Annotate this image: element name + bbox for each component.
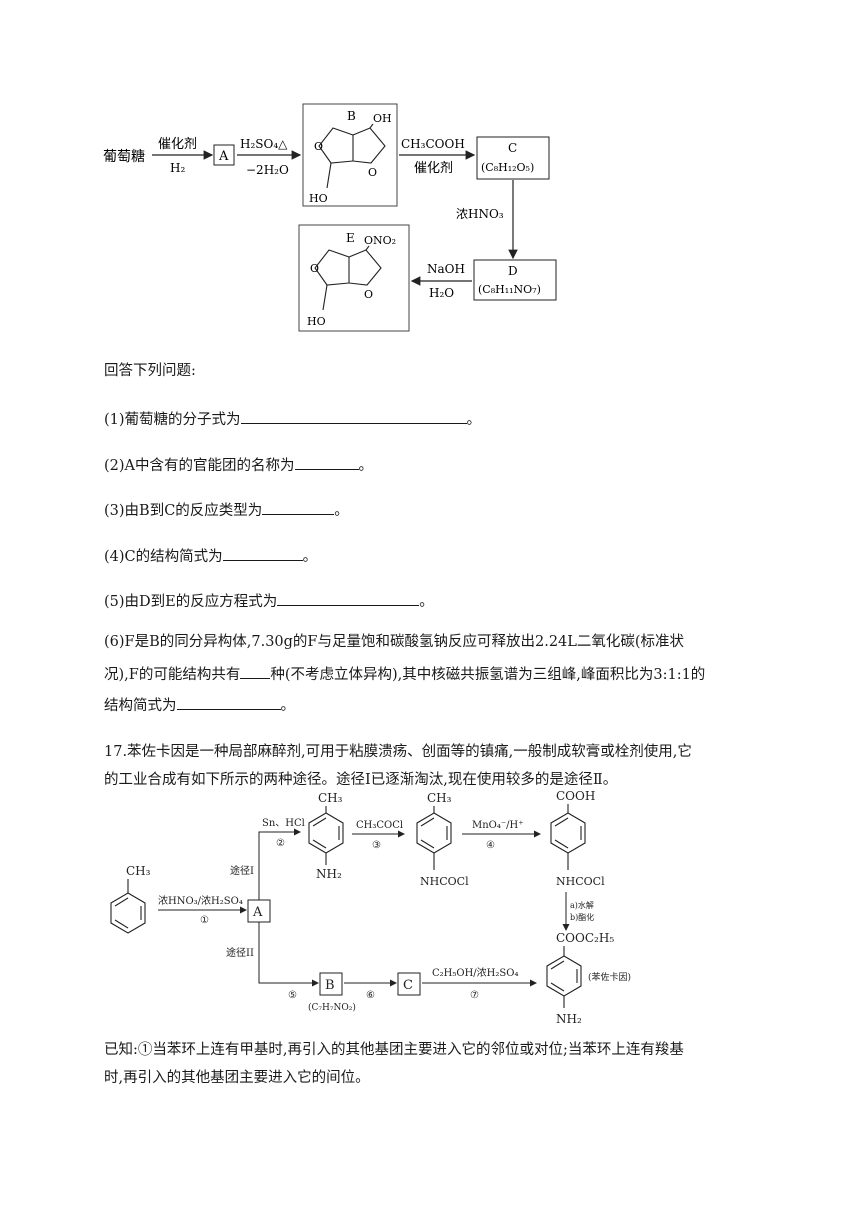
m2-ring <box>416 806 452 870</box>
box-c <box>476 136 550 180</box>
step5-number: ⑤ <box>288 990 297 1001</box>
step3-bottom: 催化剂 <box>414 161 453 176</box>
c-formula: (C₈H₁₂O₅) <box>481 161 534 174</box>
e-ho: HO <box>307 315 326 328</box>
m1-nh2: NH₂ <box>316 867 342 881</box>
route-2-label: 途径II <box>226 946 254 959</box>
m3-cooh: COOH <box>556 789 595 803</box>
answer-blank-5[interactable] <box>277 591 420 606</box>
m3-ring <box>550 804 586 870</box>
step4-number: ④ <box>486 840 495 851</box>
step7-number: ⑦ <box>470 990 479 1001</box>
step6-number: ⑥ <box>366 990 375 1001</box>
svg-text:O: O <box>310 262 319 275</box>
scheme-2: CH₃ 浓HNO₃/浓H₂SO₄ ① A 途径I 途径II Sn、HCl ② C… <box>110 789 631 1026</box>
route-1-label: 途径I <box>230 864 254 877</box>
question-6-line-2: 况),F的可能结构共有种(不考虑立体异构),其中核磁共振氢谱为三组峰,峰面积比为… <box>104 664 705 685</box>
c-label: C <box>508 141 517 155</box>
m1-ring <box>308 806 344 865</box>
question-2: (2)A中含有的官能团的名称为。 <box>104 455 373 476</box>
answer-blank-6a[interactable] <box>240 664 271 679</box>
question-4: (4)C的结构简式为。 <box>104 546 317 567</box>
box-d <box>473 259 557 301</box>
scheme-1: 葡萄糖 催化剂 H₂ A H₂SO₄△ −2H₂O B OH HO O O CH… <box>103 103 557 332</box>
answer-blank-2[interactable] <box>294 455 359 470</box>
step1-number: ① <box>200 915 209 926</box>
step2-bottom: −2H₂O <box>246 163 289 177</box>
box-a <box>213 144 235 166</box>
e-ono2: ONO₂ <box>364 234 396 247</box>
step5-bottom: H₂O <box>429 286 454 300</box>
question-5: (5)由D到E的反应方程式为。 <box>104 591 434 612</box>
step5-top: NaOH <box>427 262 465 276</box>
step-b-label: b)酯化 <box>570 912 594 922</box>
step3-top: CH₃COOH <box>401 137 465 151</box>
box-a-2-label: A <box>252 905 263 920</box>
step4: 浓HNO₃ <box>456 207 504 221</box>
product-ester: COOC₂H₅ <box>556 931 614 945</box>
answer-blank-6b[interactable] <box>176 695 281 710</box>
svg-text:O: O <box>368 166 377 179</box>
step1-bottom: H₂ <box>170 161 185 175</box>
product-name: (苯佐卡因) <box>588 971 631 983</box>
b-formula-2: (C₇H₇NO₂) <box>308 1002 356 1013</box>
box-b-2-label: B <box>325 978 335 993</box>
b-label: B <box>347 109 356 123</box>
b-structure <box>318 123 386 189</box>
step1-top: 催化剂 <box>158 137 197 152</box>
question-6-line-3: 结构简式为。 <box>104 695 295 716</box>
question-6-line-1: (6)F是B的同分异构体,7.30g的F与足量饱和碳酸氢钠反应可释放出2.24L… <box>104 634 685 650</box>
question-3: (3)由B到C的反应类型为。 <box>104 500 349 521</box>
q17-line-2: 的工业合成有如下所示的两种途径。途径Ⅰ已逐渐淘汰,现在使用较多的是途径Ⅱ。 <box>104 772 618 788</box>
glucose-label: 葡萄糖 <box>103 149 145 165</box>
m2-ch3: CH₃ <box>427 791 452 805</box>
known-line-1: 已知:①当苯环上连有甲基时,再引入的其他基团主要进入它的邻位或对位;当苯环上连有… <box>104 1042 684 1058</box>
b-ho: HO <box>309 192 328 205</box>
known-line-2: 时,再引入的其他基团主要进入它的间位。 <box>104 1070 370 1086</box>
box-b-2 <box>319 972 343 996</box>
step2-number: ② <box>276 838 285 849</box>
answer-blank-1[interactable] <box>240 409 467 424</box>
route-2-line <box>258 922 319 987</box>
step2-reagent: Sn、HCl <box>262 818 305 829</box>
q17-line-1: 17.苯佐卡因是一种局部麻醉剂,可用于粘膜溃疡、创面等的镇痛,一般制成软膏或栓剂… <box>104 744 692 760</box>
questions-intro: 回答下列问题: <box>104 363 196 379</box>
toluene-ch3: CH₃ <box>126 864 151 878</box>
product-nh2: NH₂ <box>556 1012 582 1026</box>
product-ring <box>546 946 582 1008</box>
m1-ch3: CH₃ <box>318 791 343 805</box>
route-1-line <box>258 828 301 900</box>
svg-text:O: O <box>364 288 373 301</box>
step3-number: ③ <box>372 840 381 851</box>
toluene-ring <box>110 879 146 934</box>
answer-blank-3[interactable] <box>262 500 335 515</box>
d-label: D <box>508 264 518 278</box>
step3-reagent: CH₃COCl <box>356 820 403 831</box>
step1-reagent: 浓HNO₃/浓H₂SO₄ <box>158 895 243 907</box>
box-b <box>302 103 398 207</box>
box-e <box>298 224 410 332</box>
svg-text:O: O <box>314 140 323 153</box>
b-oh: OH <box>373 112 392 125</box>
question-1: (1)葡萄糖的分子式为。 <box>104 409 481 430</box>
e-structure <box>314 245 382 311</box>
m3-sub: NHCOCl <box>556 875 605 888</box>
box-c-2 <box>397 972 421 996</box>
answer-blank-4[interactable] <box>222 546 303 561</box>
m2-sub: NHCOCl <box>420 875 469 888</box>
box-c-2-label: C <box>403 978 413 993</box>
e-label: E <box>346 231 355 245</box>
step2-top: H₂SO₄△ <box>240 137 288 151</box>
step7-reagent: C₂H₅OH/浓H₂SO₄ <box>432 967 518 979</box>
step-a-label: a)水解 <box>570 900 594 910</box>
d-formula: (C₈H₁₁NO₇) <box>478 283 541 296</box>
step4-reagent: MnO₄⁻/H⁺ <box>472 820 524 831</box>
box-a-label: A <box>218 149 229 164</box>
